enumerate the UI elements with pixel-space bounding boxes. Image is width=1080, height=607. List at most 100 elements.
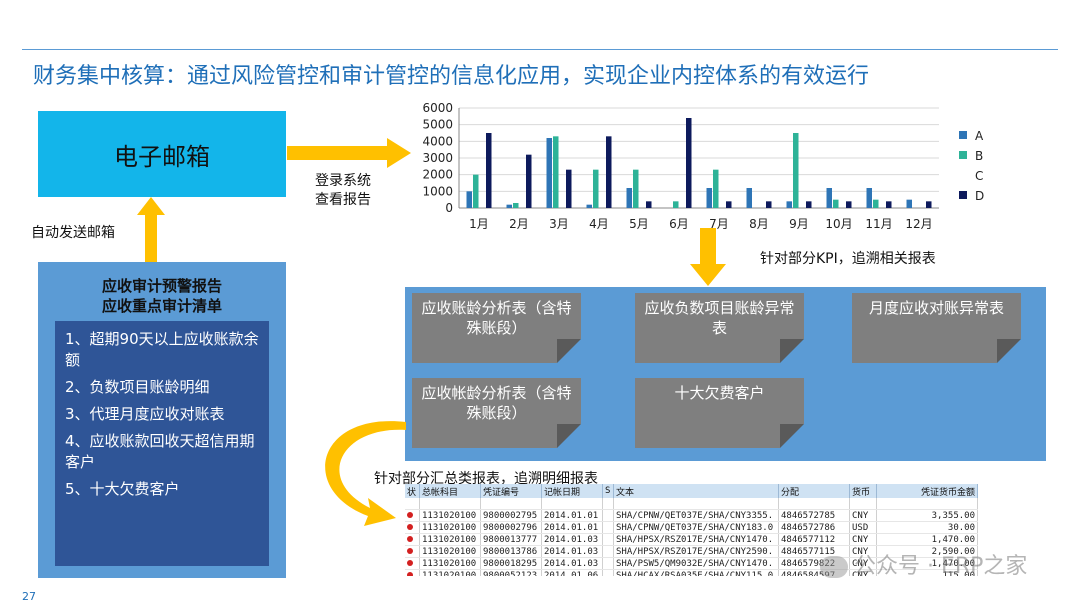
column-header[interactable]: 文本 [613,484,779,498]
page-number: 27 [22,590,36,603]
report-card[interactable]: 十大欠费客户 [635,378,804,448]
table-cell: CNY [849,533,877,546]
table-cell [602,569,614,576]
column-header[interactable]: 凭证货币金额 [876,484,978,498]
table-cell: 9800018295 [480,557,542,570]
bar-b [553,136,559,208]
report-card-label: 应收账龄分析表（含特殊账段） [421,299,572,337]
bar-b [873,199,879,208]
bar-b [473,174,479,208]
table-cell: 4846572785 [778,509,850,522]
report-card[interactable]: 应收负数项目账龄异常表 [635,293,804,363]
bar-a [706,188,712,208]
page-fold-icon [557,424,581,448]
table-cell [602,545,614,558]
column-header[interactable]: 记帐日期 [541,484,603,498]
y-tick-label: 0 [445,201,453,215]
column-header[interactable]: 状 [405,484,420,498]
table-cell: 9800002796 [480,521,542,534]
table-cell: 2014.01.01 [541,509,603,522]
x-tick-label: 12月 [905,217,932,231]
x-tick-label: 8月 [749,217,769,231]
bar-d [566,169,572,208]
login-label-line: 查看报告 [315,192,371,208]
up-arrow-icon [137,197,165,263]
legend-label: C [975,169,983,183]
table-cell [602,498,614,510]
bar-d [886,201,892,208]
bar-a [466,191,472,208]
table-cell: SHA/CPNW/QET037E/SHA/CNY3355. [613,509,779,522]
bar-b [793,133,799,208]
table-cell: CNY [849,509,877,522]
column-header[interactable]: 货币 [849,484,877,498]
report-card[interactable]: 月度应收对账异常表 [852,293,1021,363]
bar-d [806,201,812,208]
email-box: 电子邮箱 [38,111,286,197]
column-header[interactable]: 总帐科目 [419,484,481,498]
table-row[interactable] [405,498,978,510]
column-header[interactable]: S [602,484,614,498]
status-cell [405,498,420,510]
bar-d [726,201,732,208]
report-card[interactable]: 应收账龄分析表（含特殊账段） [412,293,581,363]
bar-a [586,204,592,208]
wechat-icon [820,556,848,578]
bar-a [506,204,512,208]
legend-label: B [975,149,983,163]
legend-swatch [959,191,967,199]
report-list-item: 4、应收账款回收天超信用期客户 [65,432,255,471]
report-item-list: 1、超期90天以上应收账款余额 2、负数项目账龄明细 3、代理月度应收对账表 4… [55,321,269,566]
bar-a [906,199,912,208]
status-dot-icon [407,511,413,518]
status-cell [405,545,420,558]
table-cell: SHA/PSW5/QM9032E/SHA/CNY1470. [613,557,779,570]
email-box-label: 电子邮箱 [114,142,210,171]
table-cell: 4846572786 [778,521,850,534]
table-cell [602,557,614,570]
status-dot-icon [407,535,413,542]
status-cell [405,557,420,570]
x-tick-label: 6月 [669,217,689,231]
bar-d [686,118,692,208]
bar-d [606,136,612,208]
down-arrow-icon [690,228,726,286]
y-tick-label: 6000 [422,101,453,115]
table-cell: 4846577112 [778,533,850,546]
table-cell: 1,470.00 [876,533,978,546]
table-cell: 9800013777 [480,533,542,546]
bar-a [826,188,832,208]
watermark-text: 公众号 · ERP之家 [854,554,1028,579]
y-tick-label: 4000 [422,134,453,148]
bar-b [713,169,719,208]
x-tick-label: 4月 [589,217,609,231]
table-cell: 4846577115 [778,545,850,558]
watermark: 公众号 · ERP之家 [820,548,1027,580]
table-cell [849,498,877,510]
column-header[interactable]: 分配 [778,484,850,498]
table-cell: 3,355.00 [876,509,978,522]
login-label-line: 登录系统 [315,173,371,189]
status-dot-icon [407,547,413,554]
column-header[interactable]: 凭证编号 [480,484,542,498]
table-cell: SHA/HPSX/RSZ017E/SHA/CNY1470. [613,533,779,546]
table-cell: 2,590.00 [876,545,978,558]
table-cell [876,498,978,510]
table-cell: CNY [849,569,877,576]
table-cell [480,498,542,510]
table-cell: 2014.01.01 [541,521,603,534]
table-cell [778,498,850,510]
y-tick-label: 2000 [422,168,453,182]
report-card[interactable]: 应收帐龄分析表（含特殊账段） [412,378,581,448]
report-list-item: 5、十大欠费客户 [65,480,180,498]
ledger-table: 状 总帐科目 凭证编号 记帐日期 S 文本 分配 货币 凭证货币金额 11310… [405,484,985,576]
status-dot-icon [407,571,413,576]
bar-b [673,201,679,208]
